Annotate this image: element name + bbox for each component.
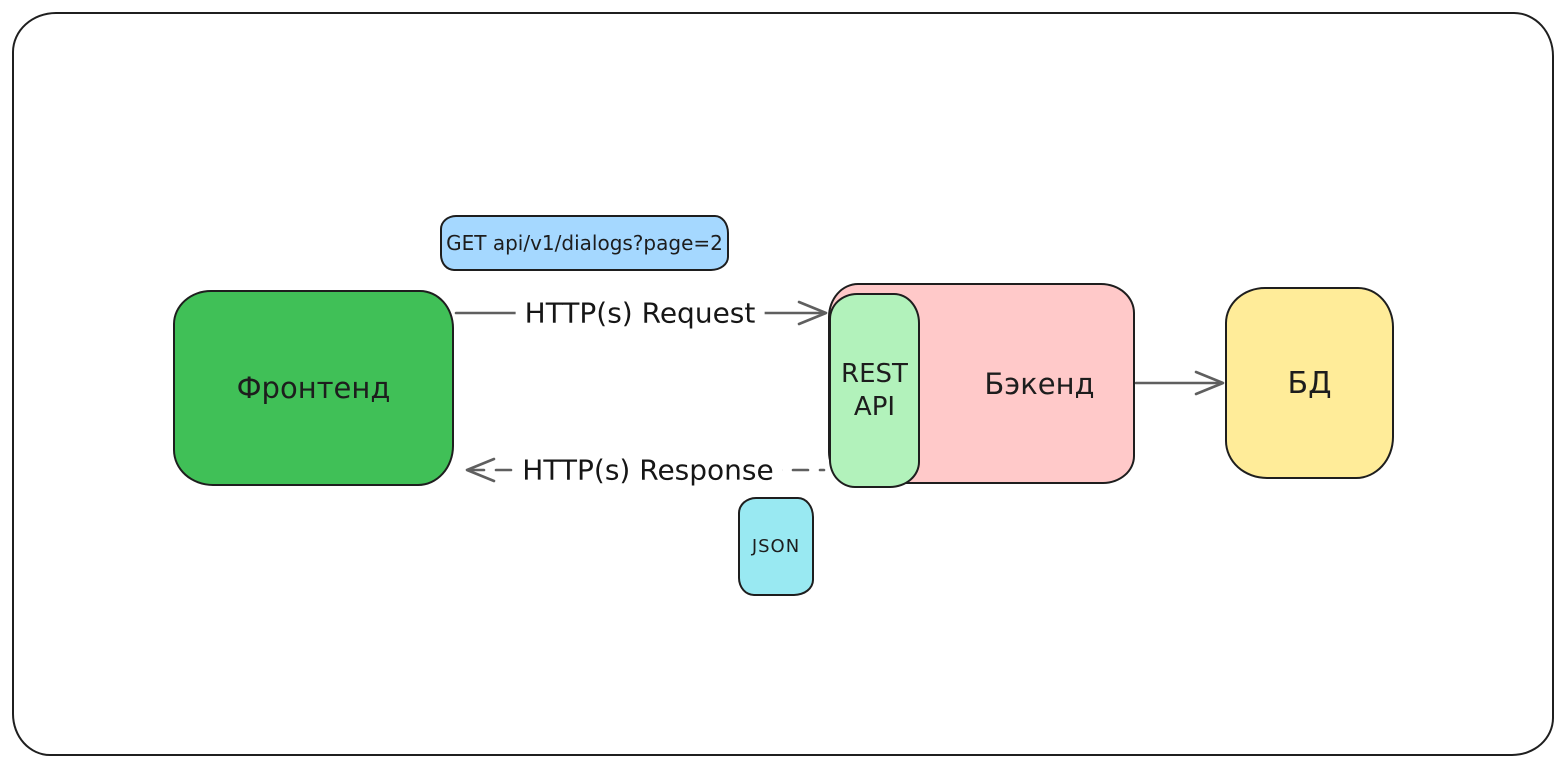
backend-node: Бэкенд [828,283,1135,484]
rest-api-node-label: REST API [841,359,908,422]
request-query-badge: GET api/v1/dialogs?page=2 [440,215,729,271]
database-node-label: БД [1287,365,1332,401]
request-arrowhead-icon [797,300,828,326]
backend-db-arrowhead-icon [1194,370,1225,396]
frontend-node-label: Фронтенд [236,371,391,405]
rest-api-node: REST API [829,293,920,488]
response-arrowhead-icon [465,457,496,483]
canvas-frame [12,12,1554,756]
database-node: БД [1225,287,1394,479]
json-badge: JSON [738,497,814,596]
request-edge-label: HTTP(s) Request [515,294,765,332]
response-edge-label: HTTP(s) Response [513,451,783,489]
json-badge-label: JSON [751,536,801,557]
request-query-badge-label: GET api/v1/dialogs?page=2 [446,231,723,255]
backend-db-arrow [1134,370,1225,396]
backend-node-label: Бэкенд [984,366,1095,401]
frontend-node: Фронтенд [173,290,454,486]
